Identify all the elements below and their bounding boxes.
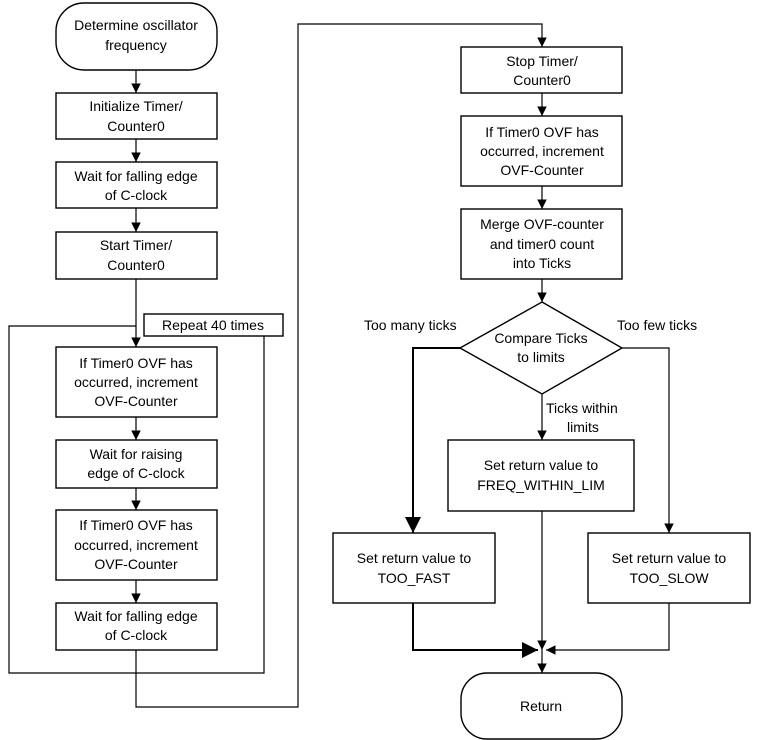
- node-check-ovf-2-line-2: occurred, increment: [74, 537, 198, 553]
- node-wait-raising-edge-line-1: Wait for raising: [90, 446, 183, 462]
- node-return-too-slow-line-2: TOO_SLOW: [629, 570, 709, 586]
- node-start-timer-line-1: Start Timer/: [100, 237, 172, 253]
- node-merge-ticks: Merge OVF-counter and timer0 count into …: [460, 208, 623, 280]
- node-check-ovf-2-line-3: OVF-Counter: [94, 556, 178, 572]
- node-wait-falling-edge-1-line-2: of C-clock: [105, 187, 168, 203]
- node-check-ovf-1-line-1: If Timer0 OVF has: [79, 355, 193, 371]
- edge-label-too-few-ticks: Too few ticks: [617, 317, 697, 333]
- node-check-ovf-1-line-2: occurred, increment: [74, 374, 198, 390]
- node-wait-falling-edge-2: Wait for falling edge of C-clock: [55, 602, 218, 651]
- decision-compare-ticks-line-1: Compare Ticks: [494, 330, 587, 346]
- node-return-within-limits-line-1: Set return value to: [484, 457, 599, 473]
- node-check-ovf-2: If Timer0 OVF has occurred, increment OV…: [55, 509, 218, 581]
- repeat-label-text: Repeat 40 times: [162, 317, 264, 333]
- node-check-ovf-3-line-2: occurred, increment: [480, 143, 604, 159]
- node-merge-ticks-line-1: Merge OVF-counter: [480, 216, 604, 232]
- node-start-timer: Start Timer/ Counter0: [55, 231, 218, 280]
- node-wait-raising-edge: Wait for raising edge of C-clock: [55, 439, 218, 489]
- node-wait-falling-edge-1-line-1: Wait for falling edge: [74, 168, 197, 184]
- node-stop-timer-line-2: Counter0: [513, 72, 571, 88]
- node-check-ovf-1-line-3: OVF-Counter: [94, 393, 178, 409]
- node-determine-frequency: Determine oscillator frequency: [55, 2, 218, 71]
- repeat-label-box: Repeat 40 times: [143, 313, 284, 337]
- node-determine-frequency-line-1: Determine oscillator: [74, 17, 198, 33]
- node-return-too-slow: Set return value to TOO_SLOW: [587, 532, 751, 604]
- node-check-ovf-3-line-1: If Timer0 OVF has: [485, 124, 599, 140]
- node-stop-timer-line-1: Stop Timer/: [506, 53, 578, 69]
- edge-compare-to-too-fast: [405, 347, 460, 533]
- node-initialize-timer: Initialize Timer/ Counter0: [55, 92, 218, 140]
- node-initialize-timer-line-1: Initialize Timer/: [89, 98, 182, 114]
- node-return-text: Return: [520, 698, 562, 714]
- edge-too-fast-to-join: [412, 603, 538, 658]
- node-return-too-fast: Set return value to TOO_FAST: [332, 532, 496, 604]
- repeat-loop-inner: [136, 336, 265, 674]
- node-return-too-fast-line-1: Set return value to: [357, 550, 472, 566]
- node-check-ovf-3: If Timer0 OVF has occurred, increment OV…: [460, 115, 623, 187]
- node-return: Return: [460, 672, 623, 740]
- node-merge-ticks-line-2: and timer0 count: [490, 236, 594, 252]
- node-wait-falling-edge-2-line-2: of C-clock: [105, 627, 168, 643]
- edge-label-too-many-ticks: Too many ticks: [364, 317, 457, 333]
- decision-compare-ticks-line-2: to limits: [517, 349, 564, 365]
- node-wait-raising-edge-line-2: edge of C-clock: [87, 465, 185, 481]
- edge-too-slow-to-join: [546, 603, 670, 655]
- node-start-timer-line-2: Counter0: [107, 257, 165, 273]
- node-return-within-limits: Set return value to FREQ_WITHIN_LIM: [447, 439, 635, 512]
- edge-compare-to-too-slow: [622, 347, 674, 533]
- edge-to-stop-timer: [135, 23, 547, 708]
- node-check-ovf-2-line-1: If Timer0 OVF has: [79, 517, 193, 533]
- node-return-within-limits-line-2: FREQ_WITHIN_LIM: [477, 477, 605, 493]
- node-check-ovf-3-line-3: OVF-Counter: [500, 162, 584, 178]
- edge-label-ticks-within-line-1: Ticks within: [546, 400, 618, 416]
- node-return-too-slow-line-1: Set return value to: [612, 550, 727, 566]
- node-wait-falling-edge-2-line-1: Wait for falling edge: [74, 608, 197, 624]
- node-stop-timer: Stop Timer/ Counter0: [460, 46, 623, 94]
- node-merge-ticks-line-3: into Ticks: [513, 255, 571, 271]
- connectors: [8, 23, 674, 708]
- node-wait-falling-edge-1: Wait for falling edge of C-clock: [55, 161, 218, 209]
- node-initialize-timer-line-2: Counter0: [107, 118, 165, 134]
- edge-label-ticks-within-line-2: limits: [567, 419, 599, 435]
- decision-compare-ticks: Compare Ticks to limits: [458, 301, 624, 395]
- repeat-loop-outer: [8, 325, 137, 674]
- node-determine-frequency-line-2: frequency: [105, 37, 166, 53]
- node-check-ovf-1: If Timer0 OVF has occurred, increment OV…: [55, 346, 218, 418]
- node-return-too-fast-line-2: TOO_FAST: [378, 570, 451, 586]
